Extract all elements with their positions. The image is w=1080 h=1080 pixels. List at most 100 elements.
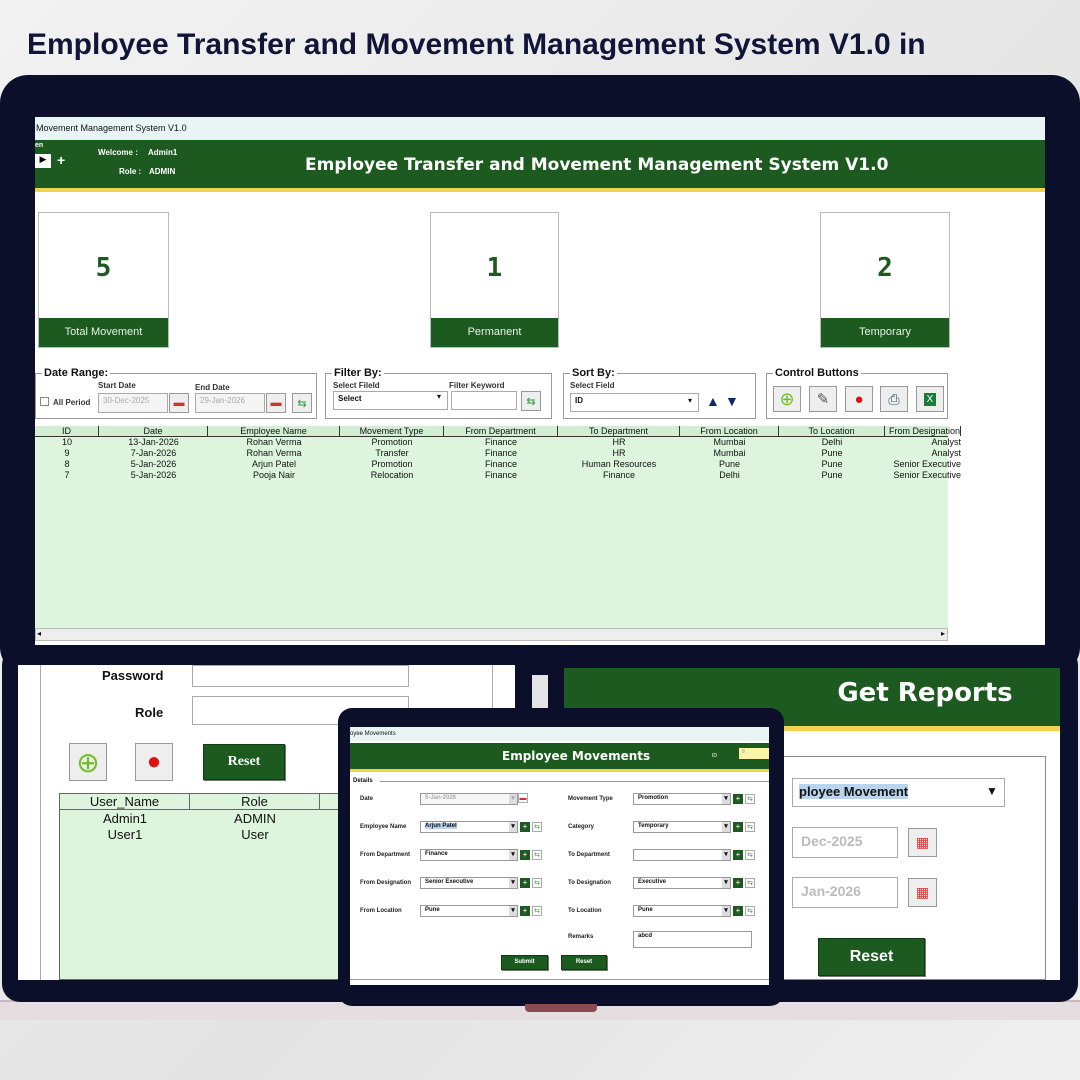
column-header[interactable]: ID [35, 426, 99, 436]
app-header: en ▶ + Welcome : Admin1 Role : ADMIN Emp… [35, 140, 1045, 188]
print-icon[interactable]: ⎙ [880, 386, 908, 412]
field-input[interactable]: Arjun Patel [420, 821, 518, 833]
chevron-down-icon[interactable]: ▾ [437, 392, 442, 401]
table-cell: Promotion [371, 437, 413, 447]
menu-label[interactable]: en [35, 142, 44, 149]
filter-keyword-input[interactable] [451, 391, 517, 410]
scroll-right-icon: ▸ [940, 629, 945, 638]
edit-icon[interactable]: ✎ [809, 386, 837, 412]
refresh-icon[interactable]: ⇆ [521, 391, 541, 411]
column-header[interactable]: Date [99, 426, 208, 436]
field-label: From Department [360, 852, 411, 858]
refresh-icon[interactable]: ⇆ [745, 794, 755, 804]
refresh-icon[interactable]: ⇆ [532, 850, 542, 860]
table-cell: Relocation [370, 470, 414, 480]
add-option-icon[interactable]: + [733, 794, 743, 804]
delete-user-icon[interactable]: ● [135, 743, 173, 781]
refresh-icon[interactable]: ⇆ [532, 878, 542, 888]
column-header[interactable]: Role [190, 794, 320, 810]
end-date-input[interactable]: 29-Jan-2026 [195, 393, 265, 413]
chevron-down-icon[interactable]: ▼ [986, 784, 998, 798]
field-input[interactable]: Temporary [633, 821, 731, 833]
field-input[interactable]: Senior Executive [420, 877, 518, 889]
table-cell: Finance [484, 448, 518, 458]
calendar-icon[interactable]: ▬ [266, 393, 286, 413]
field-input[interactable]: Executive [633, 877, 731, 889]
add-option-icon[interactable]: + [520, 906, 530, 916]
table-cell: Mumbai [713, 448, 746, 458]
field-input[interactable]: 5-Jan-2026 [420, 793, 518, 805]
delete-icon[interactable]: ● [845, 386, 873, 412]
sort-descending-icon[interactable]: ▼ [725, 393, 739, 409]
report-start-date[interactable]: Dec-2025 [792, 827, 898, 858]
column-header[interactable]: To Department [558, 426, 680, 436]
column-header[interactable]: To Location [779, 426, 885, 436]
all-period-checkbox[interactable] [40, 397, 49, 406]
column-header[interactable]: From Designation [885, 426, 961, 436]
calendar-icon[interactable]: ▬ [169, 393, 189, 413]
filter-field-label: Select Fileld [333, 381, 380, 390]
plus-icon[interactable]: + [57, 152, 66, 168]
add-option-icon[interactable]: + [520, 878, 530, 888]
user-cell: User1 [107, 827, 143, 842]
filter-field-select[interactable]: Select [333, 391, 448, 410]
column-header[interactable]: Movement Type [340, 426, 444, 436]
field-input[interactable]: Promotion [633, 793, 731, 805]
sort-field-select[interactable]: ID [570, 393, 699, 412]
play-icon[interactable]: ▶ [35, 154, 51, 168]
laptop-foot [525, 1004, 597, 1012]
add-user-icon[interactable]: ⊕ [69, 743, 107, 781]
field-value: abcd [638, 933, 653, 939]
add-option-icon[interactable]: + [733, 906, 743, 916]
reset-button[interactable]: Reset [203, 744, 285, 780]
refresh-icon[interactable]: ⇆ [745, 878, 755, 888]
start-date-input[interactable]: 30-Dec-2025 [98, 393, 168, 413]
add-option-icon[interactable]: + [733, 822, 743, 832]
chevron-down-icon[interactable]: ▾ [688, 396, 693, 405]
calendar-icon[interactable]: ▦ [908, 878, 937, 907]
submit-button[interactable]: Submit [501, 955, 548, 970]
column-header[interactable]: User_Name [60, 794, 190, 810]
add-option-icon[interactable]: + [733, 850, 743, 860]
field-input[interactable]: Pune [633, 905, 731, 917]
add-option-icon[interactable]: + [520, 850, 530, 860]
column-header[interactable]: From Location [680, 426, 779, 436]
field-input[interactable]: Pune [420, 905, 518, 917]
column-header[interactable]: From Department [444, 426, 558, 436]
excel-icon[interactable]: X [916, 386, 944, 412]
refresh-icon[interactable]: ⇆ [745, 906, 755, 916]
scroll-left-icon: ◂ [37, 629, 42, 638]
field-input[interactable]: abcd [633, 931, 752, 948]
add-option-icon[interactable]: + [520, 822, 530, 832]
calendar-icon[interactable]: ▬ [518, 793, 528, 803]
field-input[interactable]: Finance [420, 849, 518, 861]
report-end-date[interactable]: Jan-2026 [792, 877, 898, 908]
form-reset-button[interactable]: Reset [561, 955, 607, 970]
add-icon[interactable]: ⊕ [773, 386, 801, 412]
table-cell: Delhi [821, 437, 843, 447]
field-label: To Location [568, 908, 602, 914]
field-input[interactable] [633, 849, 731, 861]
horizontal-scrollbar[interactable]: ◂▸ [35, 628, 948, 641]
refresh-icon[interactable]: ⇆ [745, 850, 755, 860]
add-option-icon[interactable]: + [733, 878, 743, 888]
password-label: Password [102, 668, 164, 683]
refresh-icon[interactable]: ⇆ [532, 822, 542, 832]
calendar-icon[interactable]: ▦ [908, 828, 937, 857]
report-reset-button[interactable]: Reset [818, 938, 925, 976]
password-input[interactable] [192, 665, 409, 687]
table-cell: Analyst [931, 437, 961, 447]
refresh-icon[interactable]: ⇆ [532, 906, 542, 916]
refresh-icon[interactable]: ⇆ [745, 822, 755, 832]
field-value: 5-Jan-2026 [425, 795, 457, 801]
table-cell: Rohan Verma [246, 448, 302, 458]
table-cell: Pune [821, 459, 843, 469]
sort-ascending-icon[interactable]: ▲ [706, 393, 720, 409]
refresh-icon[interactable]: ⇆ [292, 393, 312, 413]
report-type-select[interactable]: ployee Movement [792, 778, 1005, 807]
column-header[interactable]: Employee Name [208, 426, 340, 436]
